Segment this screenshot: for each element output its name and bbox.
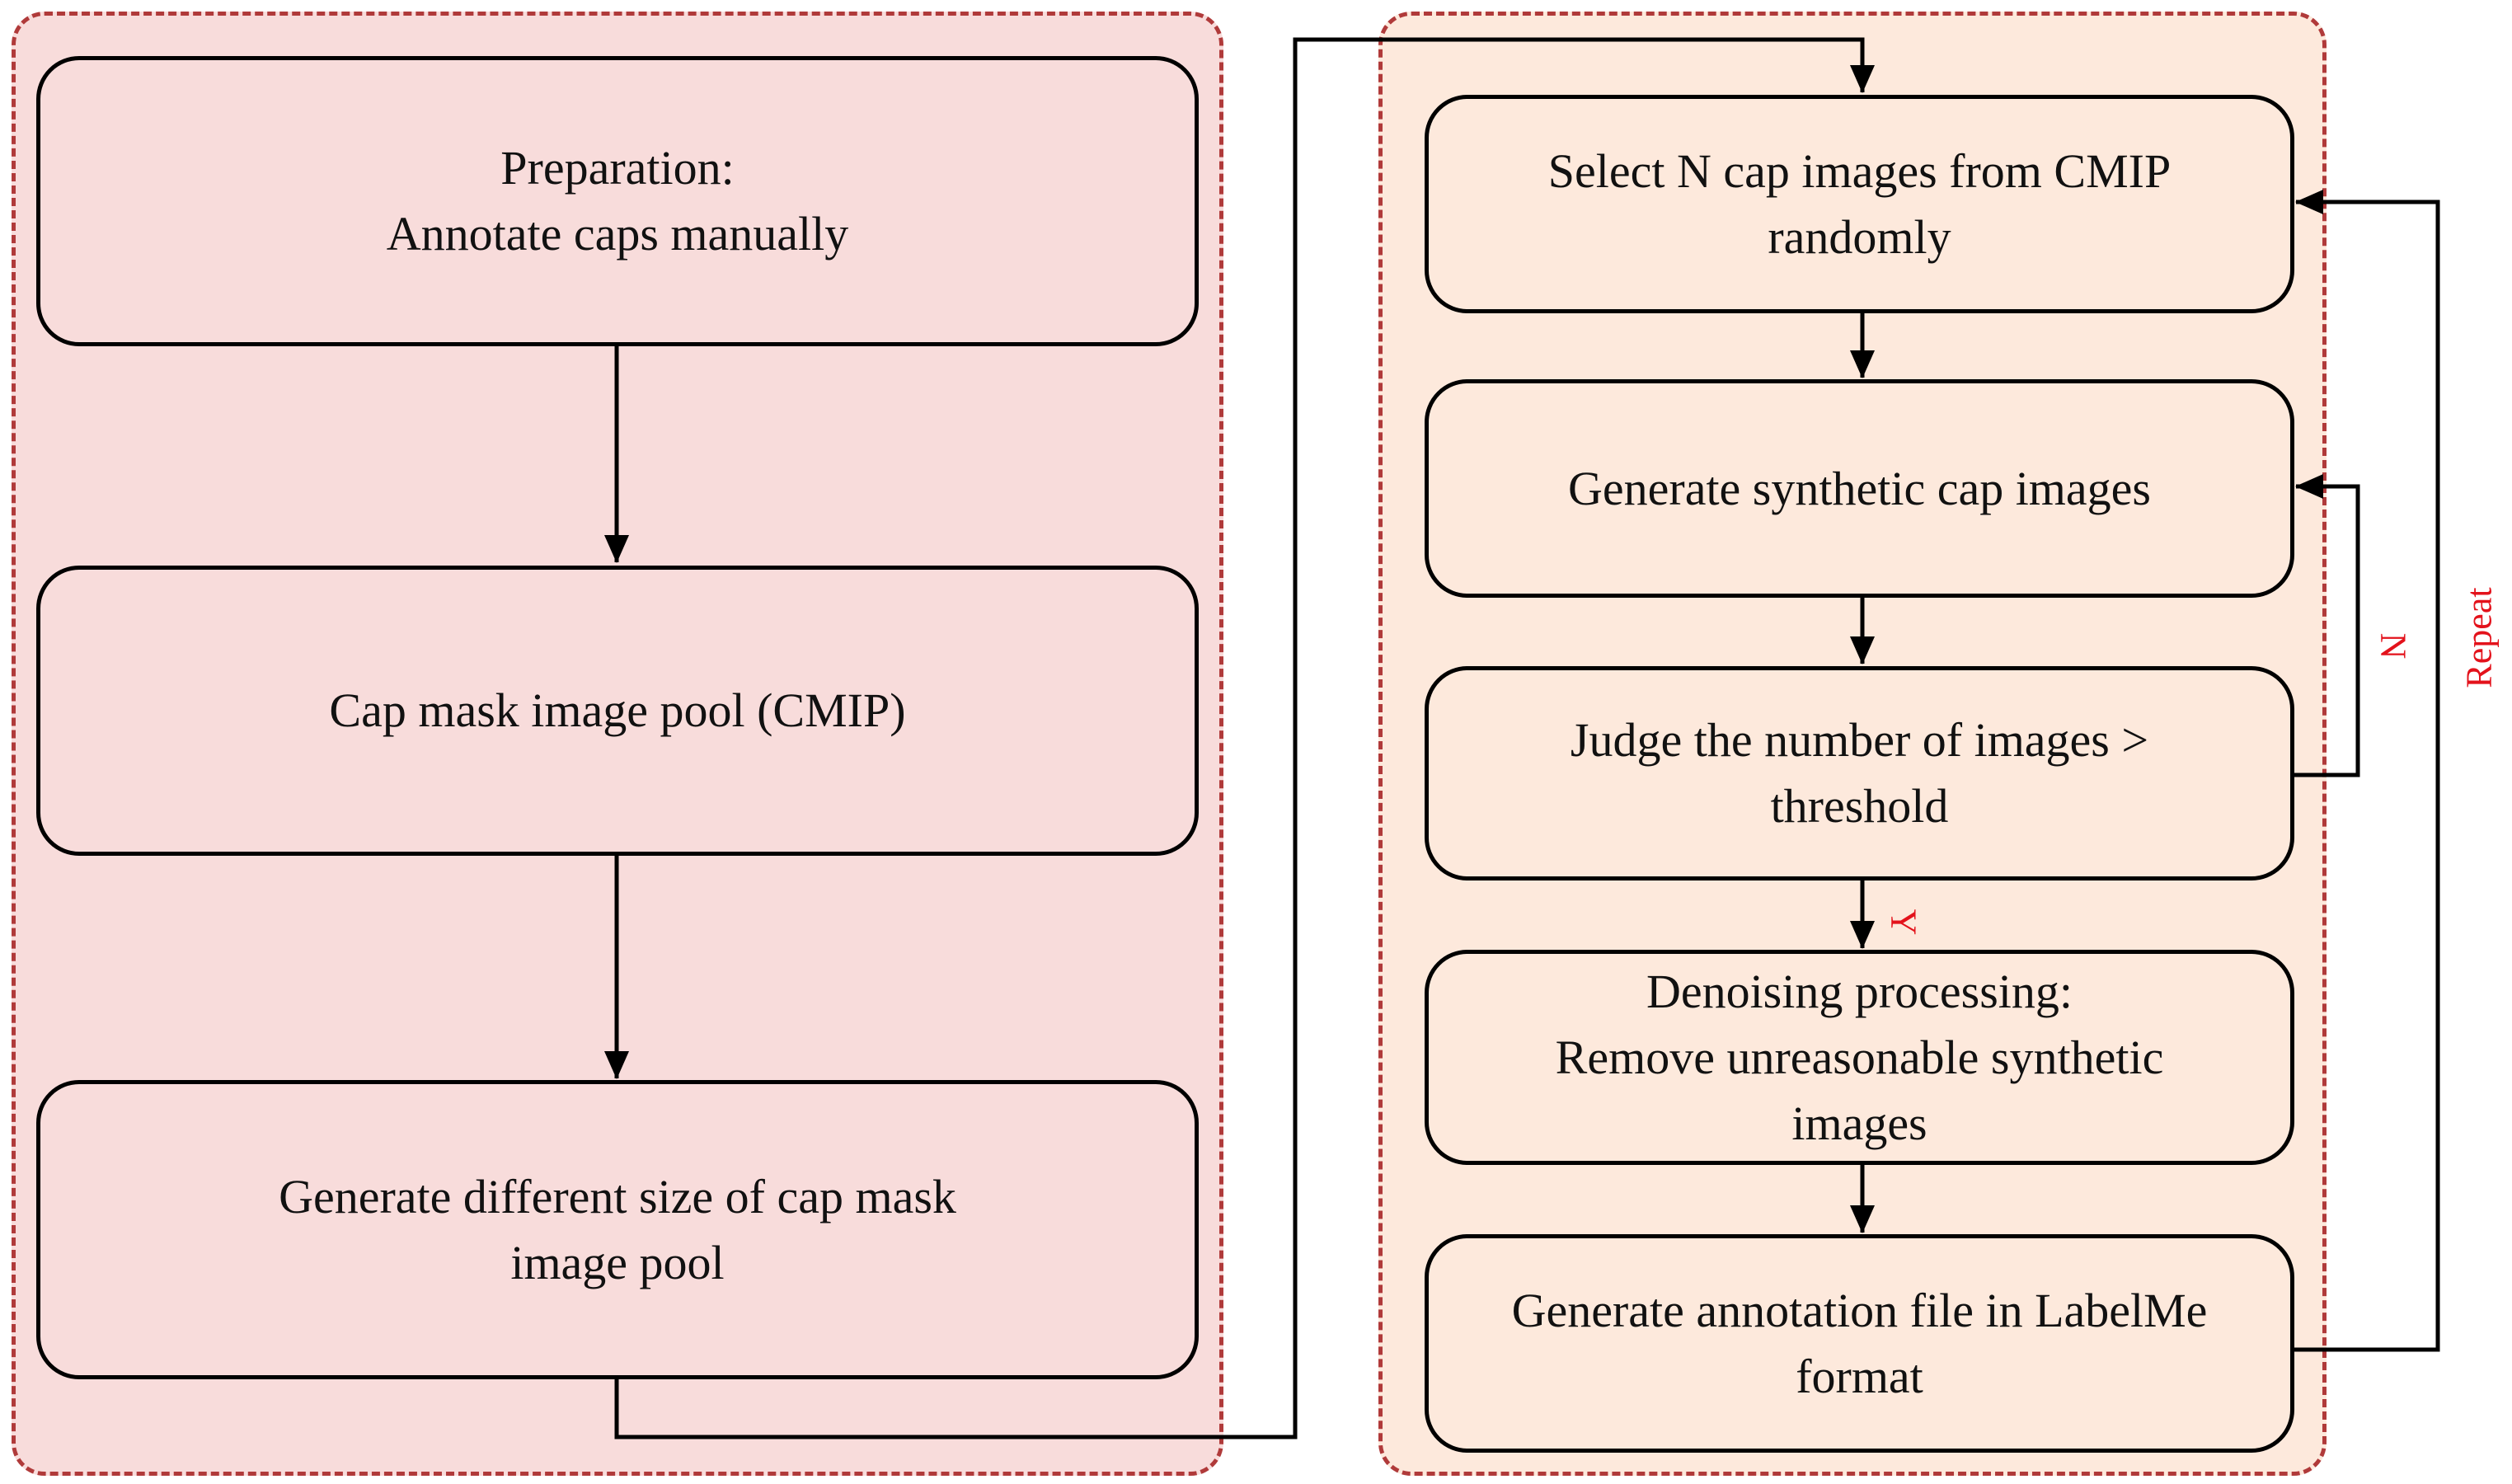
arrow-pool-to-select [614, 37, 1875, 1439]
step-preparation-text: Preparation: Annotate caps manually [386, 141, 849, 261]
arrow-repeat-loop [2294, 190, 2440, 1352]
step-select-images-text: Select N cap images from CMIP randomly [1547, 143, 2172, 264]
step-denoising: Denoising processing: Remove unreasonabl… [1425, 950, 2294, 1165]
repeat-loop-label: Repeat [2458, 587, 2500, 688]
step-cmip-text: Cap mask image pool (CMIP) [329, 683, 906, 737]
step-generate-pool-text: Generate different size of cap mask imag… [279, 1169, 956, 1289]
step-generate-synthetic: Generate synthetic cap images [1425, 379, 2294, 598]
step-generate-pool: Generate different size of cap mask imag… [36, 1080, 1199, 1379]
step-judge-threshold: Judge the number of images > threshold [1425, 666, 2294, 881]
step-generate-annotation-text: Generate annotation file in LabelMe form… [1511, 1283, 2208, 1403]
step-cmip: Cap mask image pool (CMIP) [36, 566, 1199, 856]
arrow-no-loop [2294, 474, 2360, 777]
step-generate-annotation: Generate annotation file in LabelMe form… [1425, 1234, 2294, 1453]
yes-branch-label: Y [1883, 909, 1924, 936]
step-preparation: Preparation: Annotate caps manually [36, 56, 1199, 346]
step-select-images: Select N cap images from CMIP randomly [1425, 95, 2294, 313]
step-denoising-text: Denoising processing: Remove unreasonabl… [1555, 964, 2164, 1150]
step-generate-synthetic-text: Generate synthetic cap images [1568, 461, 2151, 515]
step-judge-threshold-text: Judge the number of images > threshold [1570, 713, 2149, 833]
no-branch-label: N [2373, 632, 2414, 660]
